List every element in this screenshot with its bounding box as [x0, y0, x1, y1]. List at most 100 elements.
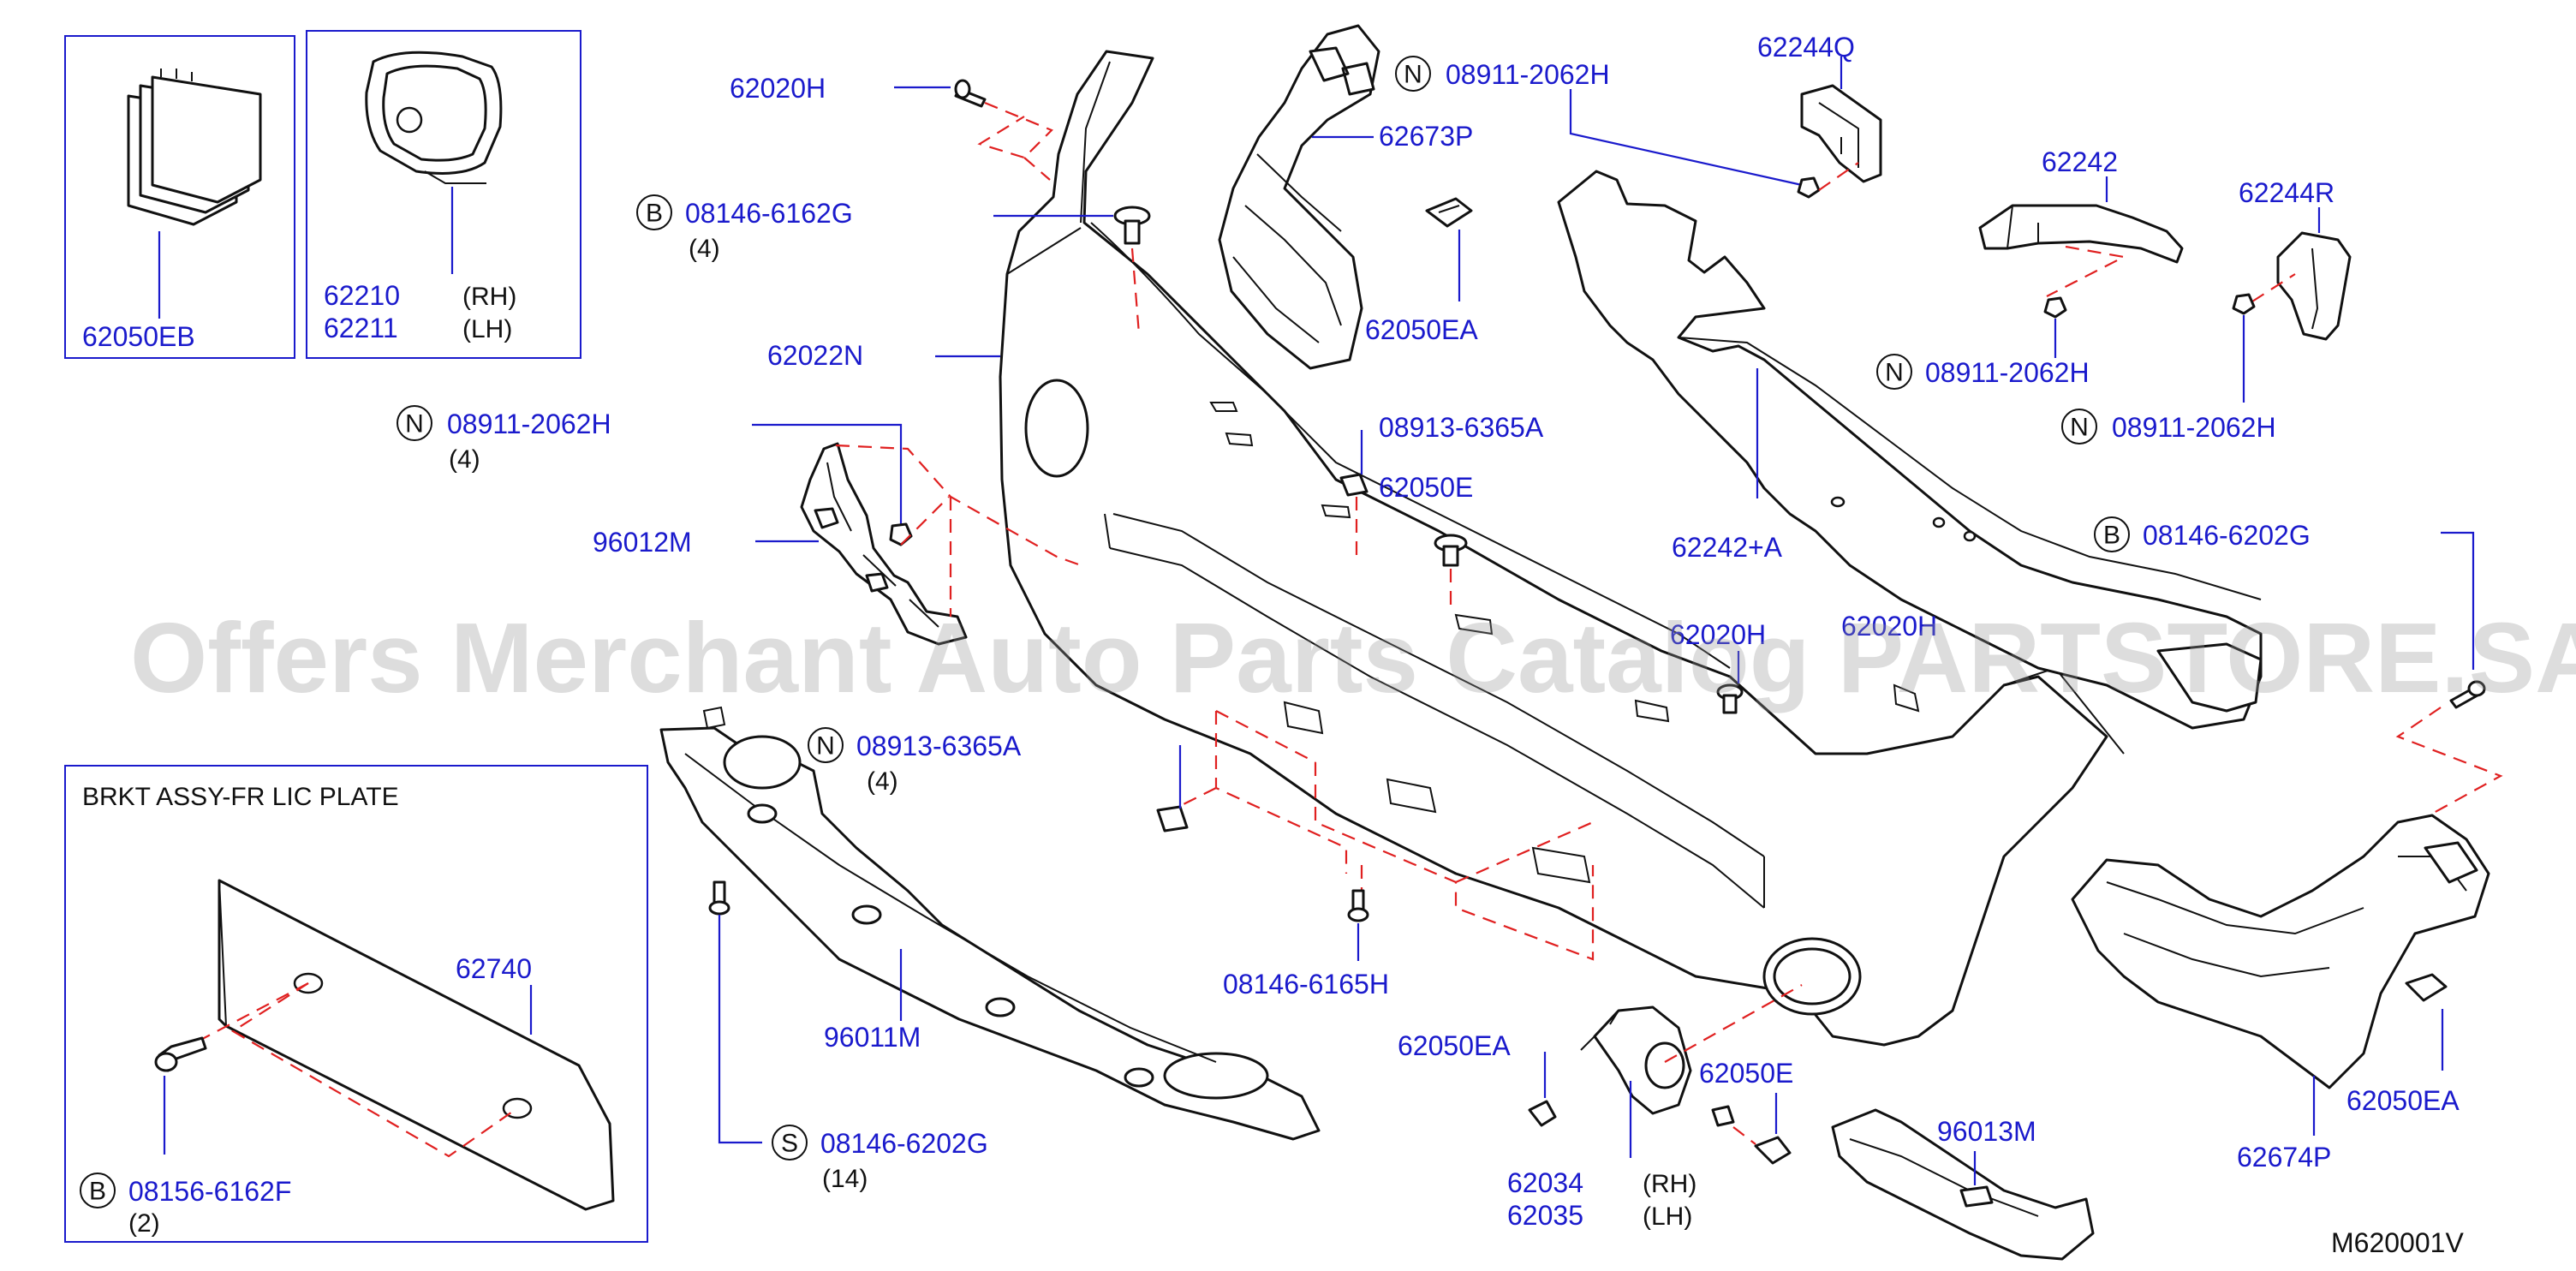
inset-title: BRKT ASSY-FR LIC PLATE	[82, 783, 399, 811]
inset-62050EB: 62050EB	[64, 35, 295, 359]
label-62034[interactable]: 62034	[1507, 1167, 1583, 1198]
label-08911-2062H-r1[interactable]: 08911-2062H	[1925, 357, 2090, 388]
label-08156-6162F[interactable]: 08156-6162F	[128, 1176, 291, 1207]
label-62740[interactable]: 62740	[456, 953, 532, 984]
inset-license-plate-bracket: BRKT ASSY-FR LIC PLATE 62740 B 08156-616…	[64, 765, 648, 1243]
label-62242[interactable]: 62242	[2042, 146, 2118, 177]
watermark: Offers Merchant Auto Parts Catalog PARTS…	[130, 602, 2576, 713]
label-96012M[interactable]: 96012M	[593, 527, 692, 558]
part-62050EA-bottom: 62050EA	[1398, 1030, 1557, 1127]
label-62020H-mid2[interactable]: 62020H	[1841, 611, 1937, 641]
reference-code: M620001V	[2331, 1227, 2464, 1258]
inset-62210: 62210 62211 (RH) (LH)	[306, 30, 581, 359]
part-08913-6365A-top: 08913-6365A	[1339, 412, 1544, 557]
label-62020H-top[interactable]: 62020H	[730, 73, 826, 104]
bolt-icon	[2449, 680, 2486, 709]
part-62020H-top: 62020H	[730, 73, 1053, 181]
label-08911-2062H-top[interactable]: 08911-2062H	[1446, 59, 1610, 90]
clip-icon	[1113, 206, 1151, 245]
qty-4-b: (4)	[449, 445, 480, 474]
b-symbol-icon: B	[80, 1173, 116, 1208]
part-08146-6202G-right: B 08146-6202G	[2094, 516, 2503, 815]
nut-icon	[2232, 293, 2256, 315]
part-62242: 62242	[1978, 146, 2184, 297]
part-08146-6165H: 08146-6165H	[1156, 710, 1595, 999]
nut-icon	[2043, 296, 2067, 319]
label-62244R[interactable]: 62244R	[2239, 177, 2334, 208]
svg-text:N: N	[2070, 414, 2089, 442]
part-08911-2062H-r1: N 08911-2062H	[1876, 296, 2090, 390]
clip-nut-icon	[1339, 473, 1368, 497]
label-62210[interactable]: 62210	[324, 280, 400, 311]
label-08911-2062H-left[interactable]: 08911-2062H	[447, 409, 611, 439]
label-08913-6365A-mid[interactable]: 08913-6365A	[856, 731, 1022, 761]
label-62050E-bottom[interactable]: 62050E	[1699, 1058, 1793, 1089]
label-62244Q[interactable]: 62244Q	[1757, 32, 1855, 63]
bolt-icon	[954, 79, 987, 108]
svg-text:N: N	[816, 732, 835, 761]
b-symbol-icon: B	[2094, 516, 2130, 552]
label-62050EA-bottom[interactable]: 62050EA	[1398, 1030, 1511, 1061]
label-62050E-top[interactable]: 62050E	[1379, 472, 1473, 503]
part-62244Q: 62244Q	[1757, 32, 1882, 191]
svg-text:B: B	[646, 200, 663, 228]
qty-2: (2)	[128, 1209, 160, 1238]
label-08146-6165H[interactable]: 08146-6165H	[1223, 969, 1389, 999]
label-62242A[interactable]: 62242+A	[1672, 532, 1783, 563]
part-62242A: 62242+A	[1557, 170, 2263, 730]
svg-text:N: N	[1404, 61, 1422, 89]
part-62673P: 62673P	[1218, 24, 1473, 370]
label-rh-62034: (RH)	[1643, 1170, 1696, 1198]
n-symbol-icon: N	[808, 727, 844, 763]
label-08146-6202G-bottom[interactable]: 08146-6202G	[820, 1128, 988, 1159]
label-62673P[interactable]: 62673P	[1379, 121, 1473, 152]
label-62050EA-right[interactable]: 62050EA	[2346, 1085, 2460, 1116]
clip-icon	[1716, 683, 1744, 714]
b-symbol-icon: B	[636, 194, 672, 230]
label-08911-2062H-r2[interactable]: 08911-2062H	[2112, 412, 2276, 443]
part-62050E-top: 62050E	[1379, 472, 1473, 613]
label-08913-6365A-top[interactable]: 08913-6365A	[1379, 412, 1544, 443]
nut-icon	[889, 522, 913, 546]
label-08146-6162G[interactable]: 08146-6162G	[685, 198, 853, 229]
label-rh-62210: (RH)	[462, 283, 516, 311]
part-96011M: 96011M N 08913-6365A (4)	[659, 706, 1321, 1141]
label-lh-62211: (LH)	[462, 315, 512, 343]
svg-text:B: B	[89, 1178, 106, 1206]
clip-nut-icon	[1156, 805, 1189, 832]
qty-14: (14)	[822, 1165, 868, 1193]
part-62050E-bottom: 62050E	[1699, 1058, 1793, 1165]
label-62211[interactable]: 62211	[324, 313, 398, 343]
label-lh-62035: (LH)	[1643, 1202, 1692, 1231]
label-62050EA-top[interactable]: 62050EA	[1365, 314, 1478, 345]
clip-icon	[1711, 1105, 1792, 1165]
label-62022N[interactable]: 62022N	[767, 340, 863, 371]
part-96013M: 96013M	[1831, 1108, 2095, 1261]
part-62034: 62034 62035 (RH) (LH)	[1507, 984, 1803, 1231]
label-96011M[interactable]: 96011M	[824, 1022, 921, 1053]
qty-4-a: (4)	[689, 235, 720, 263]
n-symbol-icon: N	[2061, 409, 2097, 445]
part-62020H-mid: 62020H 62020H	[1670, 611, 1937, 714]
svg-text:S: S	[781, 1130, 798, 1158]
svg-text:N: N	[1885, 359, 1904, 387]
n-symbol-icon: N	[1876, 354, 1912, 390]
part-62050EA-right: 62050EA	[2346, 973, 2460, 1116]
label-62020H-mid[interactable]: 62020H	[1670, 619, 1766, 650]
part-62050EA-top: 62050EA	[1365, 197, 1478, 345]
part-08911-2062H-r2: N 08911-2062H	[2061, 293, 2276, 445]
svg-text:B: B	[2103, 522, 2120, 550]
bolt-icon	[1347, 889, 1369, 922]
label-08146-6202G-right[interactable]: 08146-6202G	[2143, 520, 2311, 551]
label-62050EB[interactable]: 62050EB	[82, 321, 195, 352]
label-62674P[interactable]: 62674P	[2237, 1142, 2331, 1173]
n-symbol-icon: N	[397, 405, 432, 441]
part-62674P: 62674P	[2071, 814, 2490, 1173]
n-symbol-icon: N	[1395, 56, 1431, 92]
bolt-icon	[154, 1036, 207, 1072]
label-62035[interactable]: 62035	[1507, 1200, 1583, 1231]
svg-text:N: N	[405, 410, 424, 439]
label-96013M[interactable]: 96013M	[1937, 1116, 2036, 1147]
bumper-fascia-62022N: 62022N	[767, 50, 2125, 1047]
